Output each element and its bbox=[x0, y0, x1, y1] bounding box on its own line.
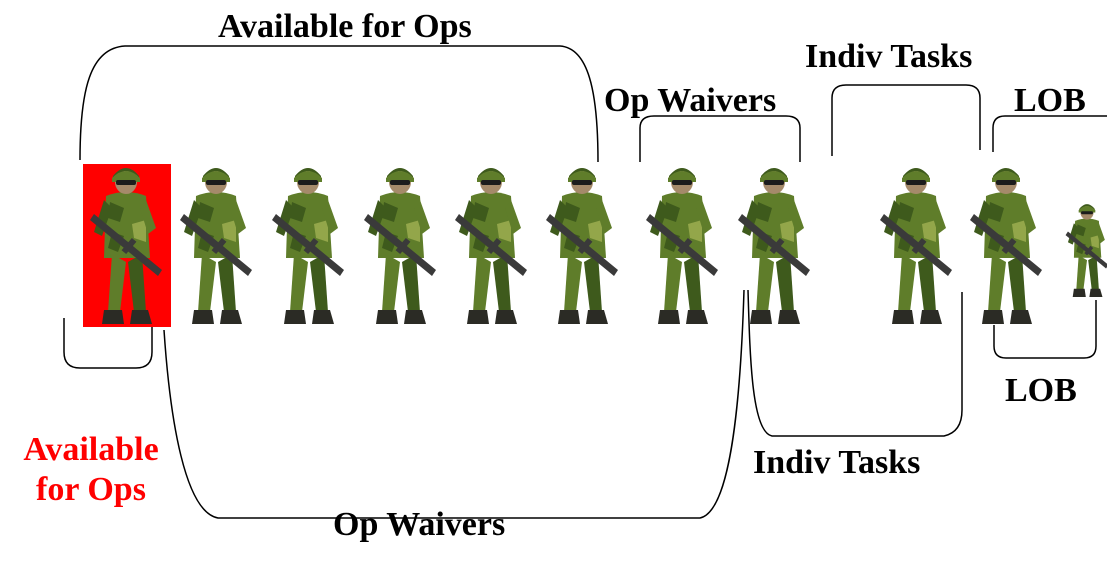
soldier-icon bbox=[455, 168, 527, 324]
bracket-bottom-available bbox=[63, 318, 153, 369]
label-bottom-available: Available for Ops bbox=[4, 430, 178, 510]
bracket-top-available bbox=[79, 45, 599, 163]
soldier-icon bbox=[738, 168, 810, 324]
soldier-icon bbox=[90, 168, 162, 324]
label-bottom-available-line2: for Ops bbox=[36, 471, 146, 509]
soldier-icon bbox=[546, 168, 618, 324]
bracket-bottom-indiv bbox=[747, 289, 963, 437]
label-top-available: Available for Ops bbox=[218, 8, 472, 45]
bracket-top-lob bbox=[992, 115, 1107, 152]
label-bottom-lob: LOB bbox=[1005, 372, 1077, 409]
label-top-lob: LOB bbox=[1014, 82, 1086, 119]
label-bottom-indiv: Indiv Tasks bbox=[753, 444, 921, 481]
label-bottom-available-line1: Available bbox=[23, 431, 159, 468]
label-top-indiv: Indiv Tasks bbox=[805, 38, 973, 75]
bracket-top-indiv bbox=[831, 84, 981, 156]
soldier-icon bbox=[970, 168, 1042, 324]
bracket-bottom-lob bbox=[993, 300, 1097, 359]
label-bottom-waivers: Op Waivers bbox=[333, 506, 506, 543]
soldier-icon bbox=[880, 168, 952, 324]
bracket-bottom-waivers bbox=[163, 289, 745, 519]
bracket-top-waivers bbox=[639, 115, 801, 162]
soldier-icon bbox=[272, 168, 344, 324]
soldier-icon bbox=[646, 168, 718, 324]
label-top-waivers: Op Waivers bbox=[604, 82, 777, 119]
soldier-icon bbox=[1065, 204, 1107, 298]
soldier-icon bbox=[180, 168, 252, 324]
soldier-icon bbox=[364, 168, 436, 324]
